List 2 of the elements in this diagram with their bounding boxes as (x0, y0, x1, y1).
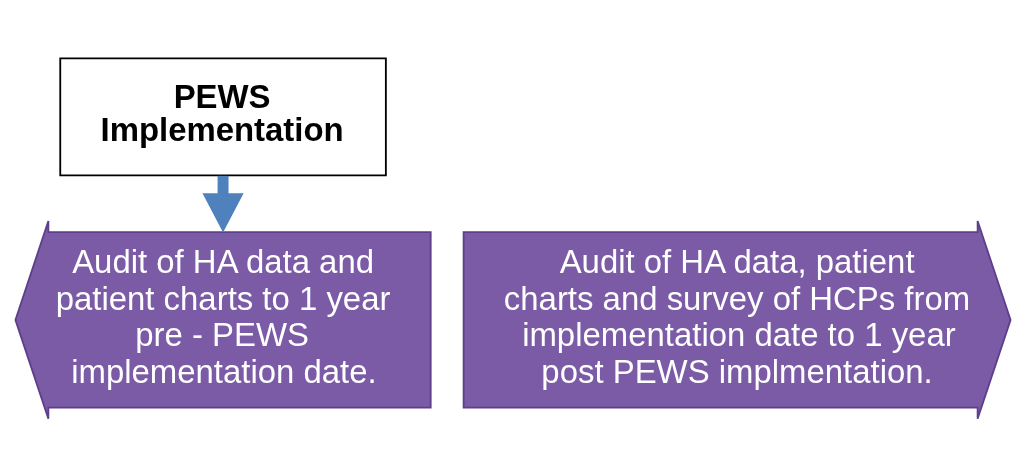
node-box: PEWS Implementation (59, 56, 387, 176)
arrow (202, 175, 244, 232)
